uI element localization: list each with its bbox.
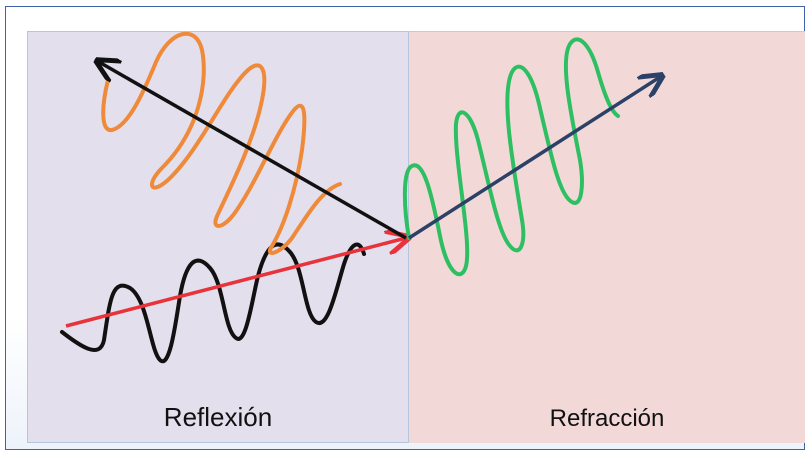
refraction-label: Refracción	[549, 405, 665, 432]
refracted-wave	[402, 37, 620, 277]
reflected-wave	[101, 31, 342, 255]
reflected-ray	[99, 62, 407, 240]
incident-wave	[60, 242, 366, 364]
incident-ray	[65, 238, 406, 328]
reflection-label: Reflexión	[163, 402, 273, 432]
refracted-ray	[408, 77, 660, 240]
medium-left-panel	[27, 31, 409, 443]
